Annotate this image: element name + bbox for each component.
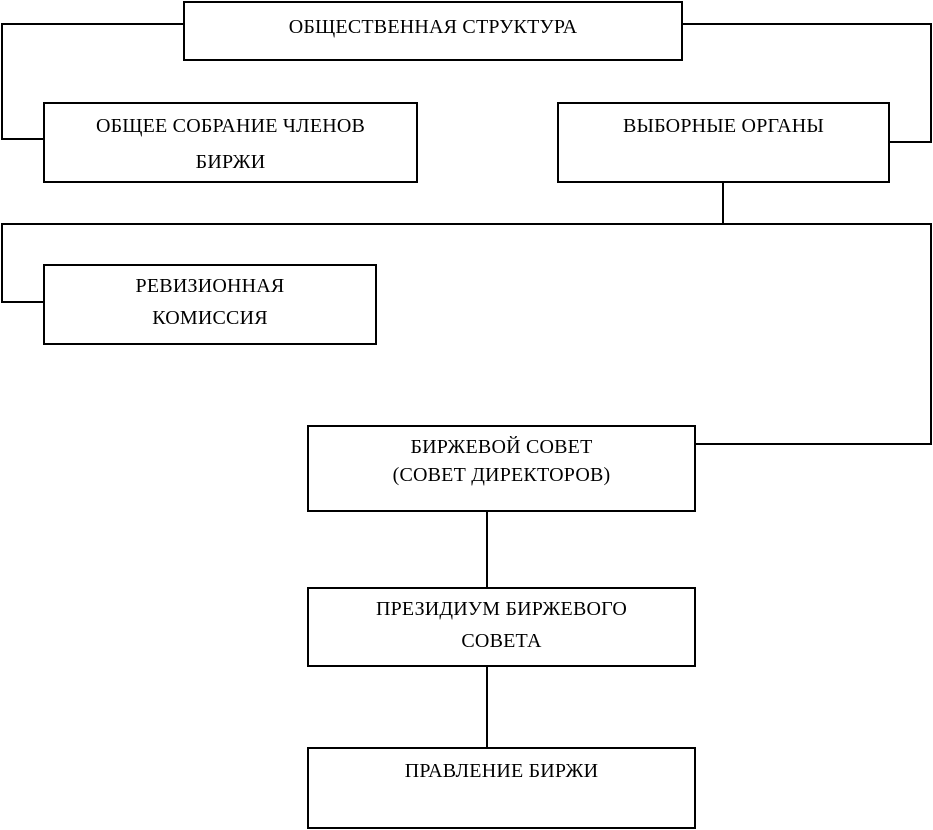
node-label-line-1: ПРЕЗИДИУМ БИРЖЕВОГО (375, 598, 628, 620)
node-label-line-2: (СОВЕТ ДИРЕКТОРОВ) (392, 464, 611, 486)
connector-root-elected (682, 23, 932, 143)
node-elected-bodies: ВЫБОРНЫЕ ОРГАНЫ (557, 102, 890, 183)
node-exchange-board: ПРАВЛЕНИЕ БИРЖИ (307, 747, 696, 829)
node-council-presidium: ПРЕЗИДИУМ БИРЖЕВОГО СОВЕТА (307, 587, 696, 667)
node-exchange-council: БИРЖЕВОЙ СОВЕТ (СОВЕТ ДИРЕКТОРОВ) (307, 425, 696, 512)
connector-root-general (1, 23, 184, 140)
node-label: ОБЩЕСТВЕННАЯ СТРУКТУРА (288, 16, 578, 38)
connector-bus-audit (1, 223, 44, 303)
node-public-structure: ОБЩЕСТВЕННАЯ СТРУКТУРА (183, 1, 683, 61)
node-general-meeting: ОБЩЕЕ СОБРАНИЕ ЧЛЕНОВ БИРЖИ (43, 102, 418, 183)
node-label-line-2: БИРЖИ (195, 151, 266, 173)
node-label-line-1: ОБЩЕЕ СОБРАНИЕ ЧЛЕНОВ (95, 115, 366, 137)
node-label: ВЫБОРНЫЕ ОРГАНЫ (622, 115, 825, 137)
node-label: ПРАВЛЕНИЕ БИРЖИ (404, 760, 599, 782)
connector-bus-council (695, 223, 932, 445)
node-audit-commission: РЕВИЗИОННАЯ КОМИССИЯ (43, 264, 377, 345)
node-label-line-1: РЕВИЗИОННАЯ (135, 275, 285, 297)
node-label-line-2: СОВЕТА (461, 630, 542, 652)
node-label-line-2: КОМИССИЯ (152, 307, 268, 329)
node-label-line-1: БИРЖЕВОЙ СОВЕТ (410, 436, 593, 458)
